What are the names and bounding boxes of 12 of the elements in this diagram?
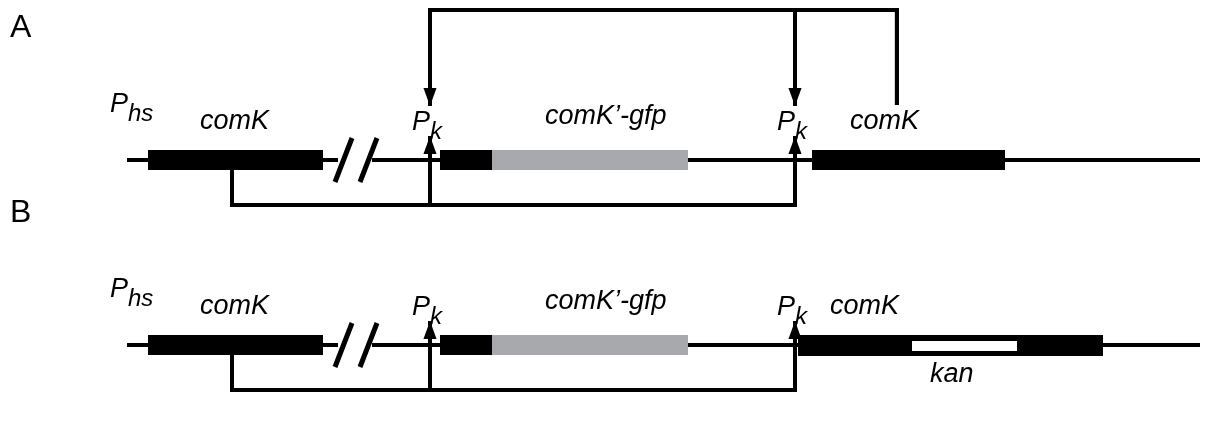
panel-letter: B xyxy=(10,193,32,229)
gene-label: comK xyxy=(200,105,270,135)
gene-label: comK xyxy=(850,105,920,135)
feedback-arrow xyxy=(230,321,802,392)
feedback-arrow xyxy=(230,136,802,207)
gene-label: comK’-gfp xyxy=(545,100,667,130)
gene-label: kan xyxy=(930,358,974,388)
gene-label: comK xyxy=(200,290,270,320)
gene-label: comK’-gfp xyxy=(545,285,667,315)
gene-label: comK xyxy=(830,290,900,320)
panel-letter: A xyxy=(10,8,32,44)
feedback-arrow xyxy=(788,8,899,106)
